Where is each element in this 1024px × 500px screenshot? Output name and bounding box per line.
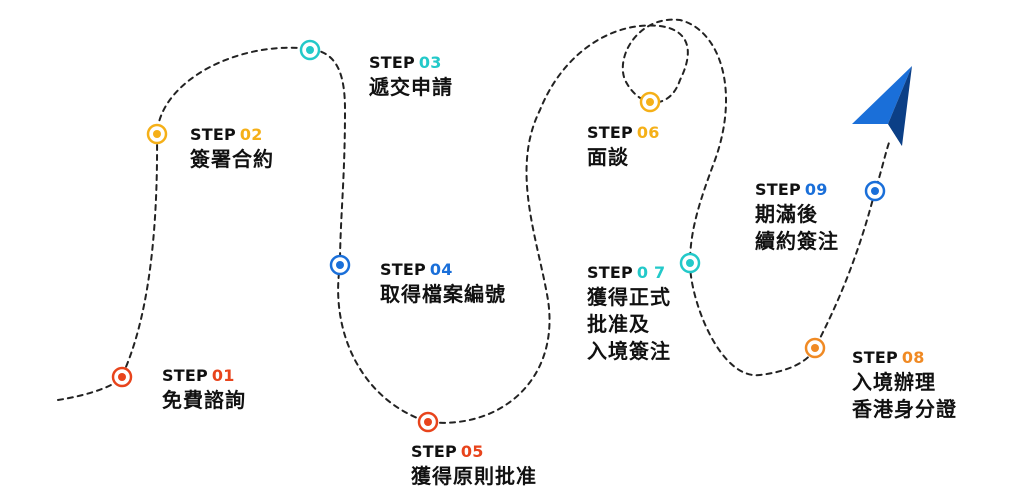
step-07-title-line-1: 獲得正式 xyxy=(587,285,671,309)
step-08-title-line-2: 香港身分證 xyxy=(852,397,957,421)
step-06-title-line: 面談 xyxy=(587,145,629,169)
marker-step-09 xyxy=(864,180,886,202)
step-05-label: STEP xyxy=(411,442,457,461)
step-05-title-line: 獲得原則批准 xyxy=(411,464,537,488)
step-04-title: 取得檔案編號 xyxy=(380,281,506,308)
marker-step-01 xyxy=(111,366,133,388)
dashed-journey-path xyxy=(57,18,891,424)
step-08-title-line-1: 入境辦理 xyxy=(852,370,936,394)
step-02-number: 02 xyxy=(239,125,263,144)
step-08-label: STEP xyxy=(852,348,898,367)
marker-step-05 xyxy=(417,411,439,433)
step-02-title: 簽署合約 xyxy=(190,146,274,173)
step-06-title: 面談 xyxy=(587,144,660,171)
step-07-number: 0 7 xyxy=(636,263,666,282)
step-01-label: STEP xyxy=(162,366,208,385)
step-07-title-line-2: 批准及 xyxy=(587,312,650,336)
step-07-title: 獲得正式 批准及 入境簽注 xyxy=(587,284,671,365)
step-04-number: 04 xyxy=(429,260,453,279)
step-05-number: 05 xyxy=(460,442,484,461)
step-09-title-line-2: 續約簽注 xyxy=(755,229,839,253)
step-07-title-line-3: 入境簽注 xyxy=(587,339,671,363)
step-03-title-line: 遞交申請 xyxy=(369,75,453,99)
step-04-title-line: 取得檔案編號 xyxy=(380,282,506,306)
step-09-label: STEP xyxy=(755,180,801,199)
step-06-label: STEP xyxy=(587,123,633,142)
marker-step-04 xyxy=(329,254,351,276)
step-09-number: 09 xyxy=(804,180,828,199)
marker-step-03 xyxy=(299,39,321,61)
step-03-number: 03 xyxy=(418,53,442,72)
step-02-label: STEP xyxy=(190,125,236,144)
step-03-label: STEP xyxy=(369,53,415,72)
step-02-title-line: 簽署合約 xyxy=(190,147,274,171)
step-09-title-line-1: 期滿後 xyxy=(755,202,818,226)
marker-step-07 xyxy=(679,252,701,274)
paper-plane-icon xyxy=(852,66,912,146)
step-09-title: 期滿後 續約簽注 xyxy=(755,201,839,255)
step-08-title: 入境辦理 香港身分證 xyxy=(852,369,957,423)
step-03-title: 遞交申請 xyxy=(369,74,453,101)
step-01-title-line: 免費諮詢 xyxy=(162,388,246,412)
step-markers xyxy=(111,39,886,433)
step-01-title: 免費諮詢 xyxy=(162,387,246,414)
marker-step-06 xyxy=(639,91,661,113)
step-01-number: 01 xyxy=(211,366,235,385)
marker-step-08 xyxy=(804,337,826,359)
step-05-title: 獲得原則批准 xyxy=(411,463,537,490)
step-06-number: 06 xyxy=(636,123,660,142)
step-08-number: 08 xyxy=(901,348,925,367)
marker-step-02 xyxy=(146,123,168,145)
step-07-label: STEP xyxy=(587,263,633,282)
step-04-label: STEP xyxy=(380,260,426,279)
